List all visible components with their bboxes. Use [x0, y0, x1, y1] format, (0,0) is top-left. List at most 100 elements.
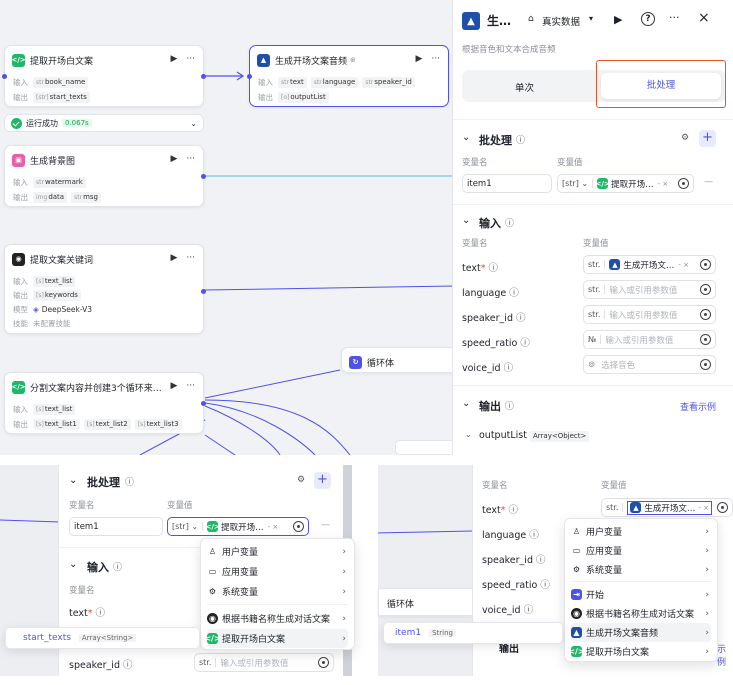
audio-icon: ▲ — [257, 53, 270, 67]
code-icon: </> — [205, 521, 220, 532]
run-icon[interactable]: ▶ — [415, 54, 423, 64]
loop-child-node[interactable] — [395, 440, 455, 455]
panel-description: 根据音色和文本合成音频 — [462, 45, 556, 55]
info-icon: ⓘ — [113, 563, 123, 573]
model-icon: ◈ — [33, 304, 39, 314]
expand-icon[interactable]: ⌄ — [465, 430, 472, 439]
collapse-icon[interactable]: ⌄ — [462, 398, 471, 409]
image-icon: ▣ — [12, 153, 25, 167]
more-icon[interactable]: ··· — [186, 381, 195, 391]
add-button[interactable]: + — [699, 130, 716, 147]
variable-picker-icon[interactable] — [717, 502, 728, 513]
caret-down-icon[interactable]: ▾ — [589, 14, 594, 23]
node-config-panel: ▲ 生… ⌂ 真实数据 ▾ ▶ ? ··· × 根据音色和文本合成音频 单次 批… — [452, 0, 733, 455]
info-icon: ⓘ — [95, 608, 106, 619]
text-value-input[interactable]: str. ▲生成开场文…- × — [601, 498, 733, 517]
code-icon: </> — [568, 646, 585, 657]
user-icon: ♙ — [572, 527, 581, 536]
tab-batch[interactable]: 批处理 — [601, 73, 721, 99]
menu-item-system-vars[interactable]: ⚙系统变量› — [208, 586, 346, 599]
menu-item-user-vars[interactable]: ♙用户变量› — [208, 546, 346, 559]
highlight-box — [596, 60, 726, 108]
input-port[interactable] — [2, 74, 7, 79]
text-value-input[interactable]: str. ▲生成开场文…- × — [583, 255, 716, 274]
more-icon[interactable]: ··· — [186, 253, 195, 263]
output-port[interactable] — [201, 401, 206, 406]
menu-item-generate-dialog[interactable]: ◉根据书籍名称生成对话文案› — [207, 613, 346, 625]
node-title: 提取开场白文案 — [30, 56, 94, 67]
code-icon: </> — [204, 633, 221, 644]
view-example-link[interactable]: 查看示例 — [680, 403, 717, 413]
language-input[interactable]: str.输入或引用参数值 — [583, 280, 716, 299]
more-icon[interactable]: ··· — [669, 11, 680, 24]
variable-picker-icon[interactable] — [293, 521, 304, 532]
speaker-id-input[interactable]: str.输入或引用参数值 — [583, 305, 716, 324]
settings-icon[interactable]: ⚙ — [297, 475, 306, 485]
variable-picker-icon[interactable] — [700, 259, 711, 270]
menu-item-extract-opening[interactable]: </>提取开场白文案› — [204, 629, 348, 648]
more-icon[interactable]: ··· — [186, 154, 195, 164]
variable-picker-icon[interactable] — [700, 359, 711, 370]
variable-menu: ♙用户变量› ▭应用变量› ⚙系统变量› ⇥开始› ◉根据书籍名称生成对话文案›… — [564, 518, 718, 662]
code-icon: </> — [11, 53, 26, 67]
batch-var-value-input[interactable]: [str] ⌄ </>提取开场…- × — [557, 174, 694, 193]
batch-var-name-input[interactable]: item1 — [462, 174, 552, 193]
info-icon: ⓘ — [520, 338, 530, 349]
close-icon[interactable]: × — [698, 10, 710, 26]
input-label-text: text* ⓘ — [462, 263, 499, 274]
info-icon: ⓘ — [540, 580, 550, 591]
loop-icon: ↻ — [349, 355, 362, 369]
info-icon: ⓘ — [503, 363, 514, 374]
chevron-down-icon[interactable]: ⌄ — [190, 118, 197, 128]
submenu-output[interactable]: start_texts Array<String> — [5, 627, 200, 649]
info-icon: ⓘ — [516, 313, 526, 324]
collapse-icon[interactable]: ⌄ — [462, 132, 471, 143]
variable-picker-icon[interactable] — [318, 657, 329, 668]
collapse-icon[interactable]: ⌄ — [462, 215, 471, 226]
more-icon[interactable]: ··· — [431, 54, 440, 64]
link-icon: ⊛ — [350, 56, 356, 64]
user-icon: ♙ — [208, 547, 217, 556]
run-icon[interactable]: ▶ — [170, 154, 178, 164]
tab-single[interactable]: 单次 — [515, 83, 535, 94]
speaker-id-input[interactable]: str.输入或引用参数值 — [194, 653, 334, 672]
node-extract-keywords[interactable]: ◉提取文案关键词 ▶··· 输入[s]text_list 输出[s]keywor… — [4, 244, 206, 334]
add-button[interactable]: + — [314, 472, 331, 489]
info-icon: ⓘ — [508, 505, 519, 516]
submenu-loop-item[interactable]: item1 String — [383, 622, 563, 644]
variable-picker-icon[interactable] — [700, 284, 711, 295]
output-port[interactable] — [201, 174, 206, 179]
info-icon: ⓘ — [516, 136, 526, 146]
node-loop[interactable]: ↻循环体 — [341, 347, 455, 373]
run-icon[interactable]: ▶ — [170, 54, 178, 64]
remove-icon[interactable]: — — [704, 177, 713, 187]
variable-picker-icon[interactable] — [678, 178, 689, 189]
mode-select[interactable]: 真实数据 — [542, 17, 581, 28]
info-icon: ⓘ — [123, 660, 133, 671]
type-select[interactable]: [str] ⌄ — [562, 179, 594, 188]
node-loop-zoom[interactable]: 循环体 — [378, 588, 473, 616]
run-icon[interactable]: ▶ — [170, 253, 178, 263]
folder-icon: ▭ — [572, 546, 581, 555]
run-icon[interactable]: ▶ — [170, 381, 178, 391]
help-icon[interactable]: ? — [641, 12, 655, 26]
settings-icon[interactable]: ⚙ — [681, 133, 690, 143]
output-port[interactable] — [201, 289, 206, 294]
batch-var-name-input[interactable]: item1 — [69, 517, 163, 536]
run-icon[interactable]: ▶ — [614, 13, 623, 26]
menu-item-app-vars[interactable]: ▭应用变量› — [208, 566, 346, 579]
voice-select[interactable]: ⊚选择音色 — [583, 355, 716, 374]
output-port[interactable] — [201, 74, 206, 79]
variable-picker-icon[interactable] — [700, 334, 711, 345]
node-split-text[interactable]: </>分割文案内容并创建3个循环来… ▶··· 输入[s]text_list 输… — [4, 372, 206, 434]
more-icon[interactable]: ··· — [186, 54, 195, 64]
batch-var-value-input[interactable]: [str] ⌄ </>提取开场…- × — [167, 517, 309, 536]
output-section-title: 输出 — [479, 400, 501, 413]
input-port[interactable] — [247, 74, 252, 79]
variable-picker-icon[interactable] — [700, 309, 711, 320]
